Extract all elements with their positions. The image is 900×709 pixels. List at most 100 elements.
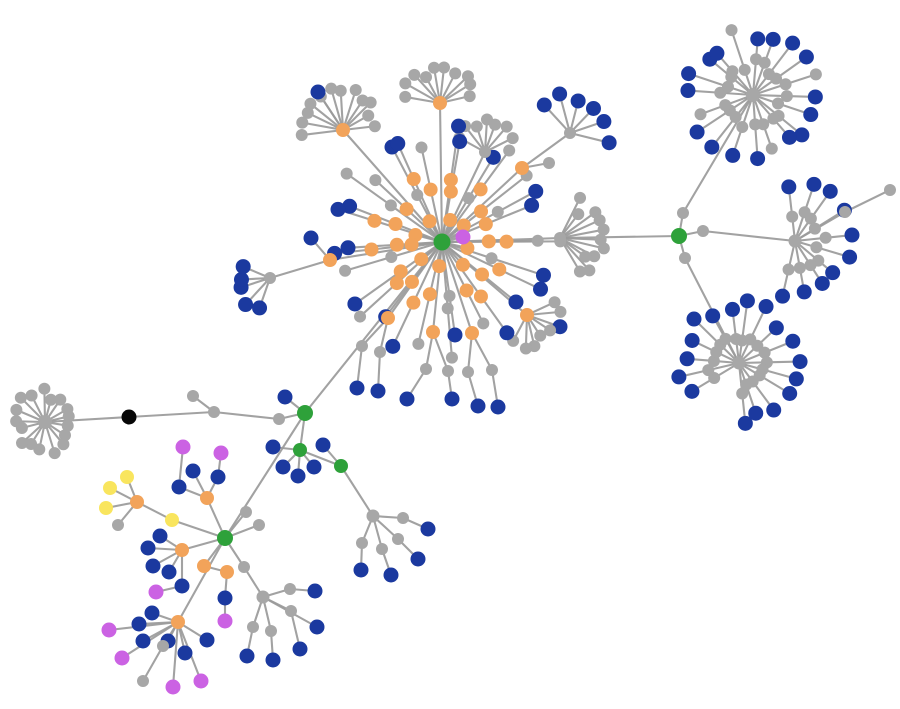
- graph-edge: [490, 257, 545, 277]
- graph-node-blue: [171, 479, 187, 495]
- graph-edge: [558, 236, 602, 241]
- graph-node-blue: [725, 147, 741, 163]
- graph-node-blue: [737, 415, 753, 431]
- graph-node-blue: [451, 118, 467, 134]
- graph-node-blue: [292, 641, 308, 657]
- graph-node-blue: [781, 179, 797, 195]
- graph-node-orange: [422, 287, 437, 302]
- graph-node-gray: [14, 391, 27, 404]
- graph-node-orange: [499, 234, 514, 249]
- graph-node-gray: [564, 127, 576, 139]
- graph-node-blue: [265, 439, 281, 455]
- graph-node-blue: [585, 100, 601, 116]
- graph-node-blue: [370, 383, 386, 399]
- graph-edge: [339, 464, 375, 518]
- graph-node-orange: [478, 217, 493, 232]
- graph-node-gray: [477, 317, 490, 330]
- graph-node-blue: [145, 558, 161, 574]
- graph-node-gray: [38, 382, 51, 395]
- graph-node-blue: [766, 402, 782, 418]
- graph-node-gray: [238, 561, 250, 573]
- graph-node-gray: [349, 84, 362, 97]
- graph-node-gray: [265, 625, 277, 637]
- graph-node-blue: [152, 528, 168, 544]
- graph-edge: [353, 270, 402, 306]
- graph-node-blue: [758, 299, 774, 315]
- graph-node-gray: [819, 231, 832, 244]
- graph-node-violet: [101, 622, 117, 638]
- graph-node-orange: [389, 237, 404, 252]
- graph-node-gray: [441, 302, 454, 315]
- graph-node-orange: [492, 262, 507, 277]
- graph-node-orange: [473, 182, 488, 197]
- graph-edge: [520, 131, 572, 170]
- graph-node-gray: [420, 363, 432, 375]
- graph-node-gray: [491, 205, 504, 218]
- graph-node-gray: [187, 390, 199, 402]
- graph-node-gray: [374, 346, 386, 358]
- graph-node-blue: [140, 540, 156, 556]
- graph-node-blue: [340, 240, 356, 256]
- graph-node-gray: [369, 174, 382, 187]
- graph-edge: [330, 87, 345, 132]
- graph-node-gray: [772, 97, 785, 110]
- graph-edge: [479, 149, 511, 191]
- graph-node-gray: [677, 207, 689, 219]
- graph-node-blue: [709, 45, 725, 61]
- graph-edge: [43, 415, 131, 424]
- graph-node-orange: [406, 295, 421, 310]
- graph-node-gray: [719, 99, 732, 112]
- graph-node-blue: [536, 97, 552, 113]
- graph-node-gray: [758, 346, 771, 359]
- graph-node-gray: [356, 537, 368, 549]
- graph-node-blue: [135, 633, 151, 649]
- graph-node-gray: [364, 96, 377, 109]
- graph-node-gray: [765, 142, 778, 155]
- graph-node-orange: [200, 491, 214, 505]
- graph-node-gray: [486, 364, 498, 376]
- graph-node-orange: [367, 213, 382, 228]
- graph-node-gray: [16, 436, 29, 449]
- graph-node-gray: [340, 167, 353, 180]
- graph-node-violet: [165, 679, 181, 695]
- graph-node-gray: [408, 68, 421, 81]
- graph-node-blue: [385, 338, 401, 354]
- graph-node-gray: [445, 351, 458, 364]
- graph-node-gray: [519, 342, 532, 355]
- graph-node-gray: [548, 296, 561, 309]
- graph-node-blue: [785, 35, 801, 51]
- graph-node-gray: [679, 252, 691, 264]
- graph-node-gray: [443, 289, 456, 302]
- graph-node-blue: [552, 86, 568, 102]
- graph-node-blue: [775, 288, 791, 304]
- graph-node-blue: [686, 311, 702, 327]
- graph-node-orange: [130, 495, 144, 509]
- graph-node-blue: [265, 652, 281, 668]
- graph-edge: [390, 240, 444, 259]
- graph-node-gray: [809, 68, 822, 81]
- graph-node-orange: [433, 96, 447, 110]
- graph-node-blue: [161, 564, 177, 580]
- graph-node-green: [297, 405, 313, 421]
- graph-node-green: [217, 530, 233, 546]
- graph-edge: [420, 146, 432, 191]
- graph-node-gray: [376, 543, 388, 555]
- graph-node-violet: [175, 439, 191, 455]
- graph-node-gray: [285, 605, 297, 617]
- graph-node-gray: [464, 78, 477, 91]
- graph-node-gray: [702, 364, 715, 377]
- graph-node-blue: [144, 605, 160, 621]
- graph-node-orange: [520, 308, 534, 322]
- graph-node-orange: [388, 217, 403, 232]
- graph-edge: [127, 410, 216, 419]
- graph-edge: [479, 174, 528, 213]
- graph-edge: [438, 101, 444, 244]
- graph-node-orange: [364, 242, 379, 257]
- graph-node-blue: [552, 319, 568, 335]
- graph-node-gray: [738, 63, 751, 76]
- graph-node-blue: [533, 281, 549, 297]
- graph-edge: [298, 448, 343, 468]
- graph-node-blue: [235, 259, 251, 275]
- graph-node-gray: [767, 112, 780, 125]
- graph-node-blue: [844, 227, 860, 243]
